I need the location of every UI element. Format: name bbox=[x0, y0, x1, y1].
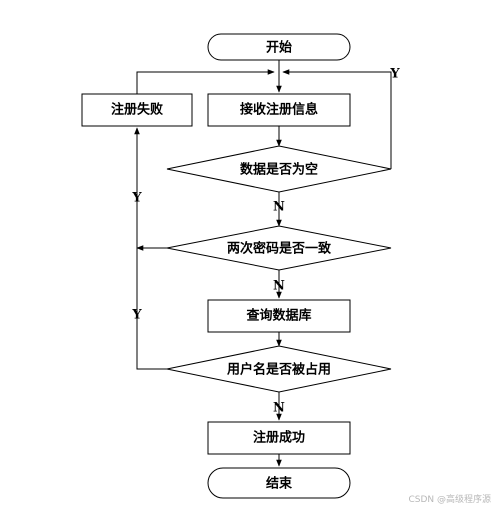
end-node bbox=[207, 467, 351, 499]
edge-username-yes bbox=[134, 127, 167, 370]
check-password-label: 两次密码是否一致 bbox=[227, 241, 332, 257]
end-label: 结束 bbox=[266, 476, 293, 492]
username-yes-label: Y bbox=[131, 308, 142, 323]
watermark: CSDN @高级程序源 bbox=[408, 495, 491, 505]
username-no-label: N bbox=[273, 401, 285, 416]
start-node bbox=[207, 33, 351, 61]
empty-no-label: N bbox=[273, 200, 285, 215]
password-yes-label: Y bbox=[131, 191, 142, 206]
fail-label: 注册失败 bbox=[111, 102, 163, 118]
start-label: 开始 bbox=[266, 40, 292, 56]
check-username-label: 用户名是否被占用 bbox=[226, 362, 331, 378]
empty-yes-label: Y bbox=[389, 67, 400, 82]
check-username-node bbox=[166, 345, 392, 393]
receive-node bbox=[207, 93, 351, 127]
success-node bbox=[207, 421, 351, 455]
edge-fail-loop bbox=[136, 69, 275, 94]
fail-node bbox=[81, 93, 193, 127]
check-password-node bbox=[166, 225, 392, 271]
receive-label: 接收注册信息 bbox=[240, 102, 318, 118]
check-empty-node bbox=[166, 145, 392, 193]
query-node bbox=[207, 299, 351, 333]
password-no-label: N bbox=[273, 279, 285, 294]
edge-empty-yes bbox=[282, 69, 392, 169]
check-empty-label: 数据是否为空 bbox=[240, 162, 318, 178]
query-label: 查询数据库 bbox=[245, 308, 311, 324]
success-label: 注册成功 bbox=[253, 430, 305, 446]
